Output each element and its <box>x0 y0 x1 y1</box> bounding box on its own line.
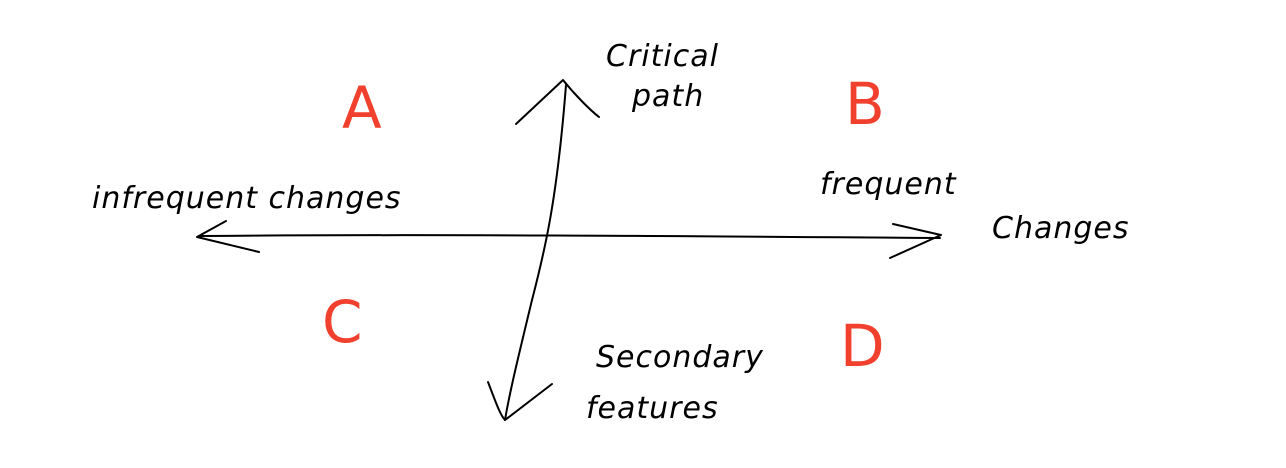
horizontal-axis <box>196 220 942 259</box>
horizontal-left-label: infrequent changes <box>92 181 402 216</box>
horizontal-right-label-line-1: frequent <box>820 167 957 202</box>
vertical-bottom-label-line-1: Secondary <box>596 340 764 375</box>
vertical-bottom-label-line-2: features <box>586 391 719 426</box>
right-arrowhead-icon <box>889 223 942 259</box>
quadrant-a-label: A <box>342 74 382 142</box>
horizontal-axis-line <box>199 234 941 239</box>
horizontal-right-label-line-2: Changes <box>992 211 1130 246</box>
vertical-axis-line <box>504 84 567 421</box>
vertical-top-label-line-1: Critical <box>606 39 719 74</box>
vertical-axis <box>487 79 600 421</box>
quadrant-d-label: D <box>840 312 885 380</box>
vertical-bottom-label: Secondary features <box>586 340 764 426</box>
down-arrowhead-icon <box>487 381 553 421</box>
quadrant-b-label: B <box>845 70 885 138</box>
vertical-top-label: Critical path <box>606 39 719 114</box>
quadrant-c-label: C <box>322 288 363 356</box>
left-arrowhead-icon <box>196 220 260 253</box>
up-arrowhead-icon <box>515 79 600 125</box>
quadrant-labels: A B C D <box>322 70 885 380</box>
horizontal-right-label: frequent Changes <box>820 167 1130 246</box>
vertical-top-label-line-2: path <box>631 79 704 114</box>
